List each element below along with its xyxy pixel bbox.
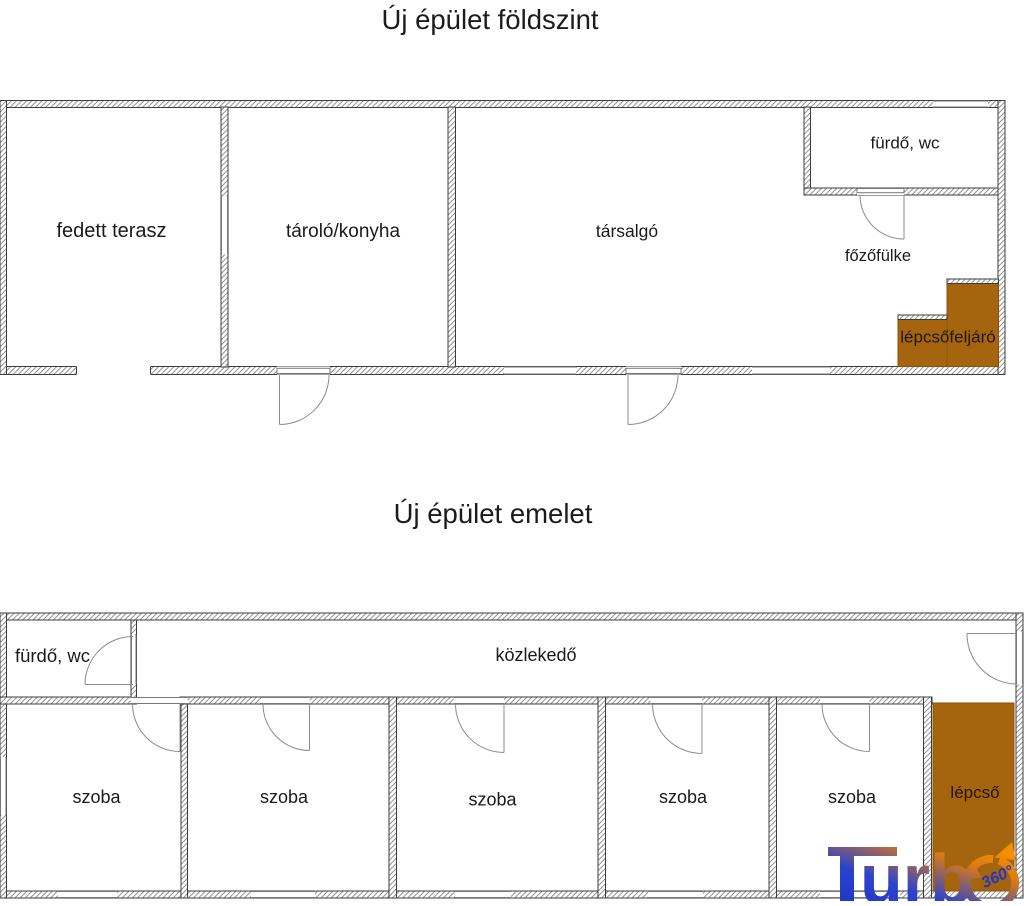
svg-text:társalgó: társalgó: [596, 221, 658, 241]
svg-text:lépcső: lépcső: [950, 783, 999, 802]
svg-text:urb: urb: [860, 840, 973, 901]
svg-text:fedett terasz: fedett terasz: [56, 220, 166, 242]
svg-text:Új épület földszint: Új épület földszint: [381, 4, 598, 35]
svg-text:Új épület emelet: Új épület emelet: [394, 498, 593, 529]
svg-text:szoba: szoba: [260, 787, 309, 807]
svg-text:közlekedő: közlekedő: [495, 645, 576, 665]
svg-text:szoba: szoba: [828, 787, 877, 807]
svg-text:szoba: szoba: [468, 790, 517, 810]
svg-text:szoba: szoba: [72, 787, 121, 807]
svg-text:fürdő, wc: fürdő, wc: [15, 645, 90, 666]
svg-text:tároló/konyha: tároló/konyha: [286, 221, 401, 242]
svg-text:fürdő, wc: fürdő, wc: [871, 134, 940, 153]
svg-text:főzőfülke: főzőfülke: [845, 247, 911, 265]
svg-text:szoba: szoba: [659, 787, 708, 807]
svg-text:lépcsőfeljáró: lépcsőfeljáró: [900, 328, 995, 347]
